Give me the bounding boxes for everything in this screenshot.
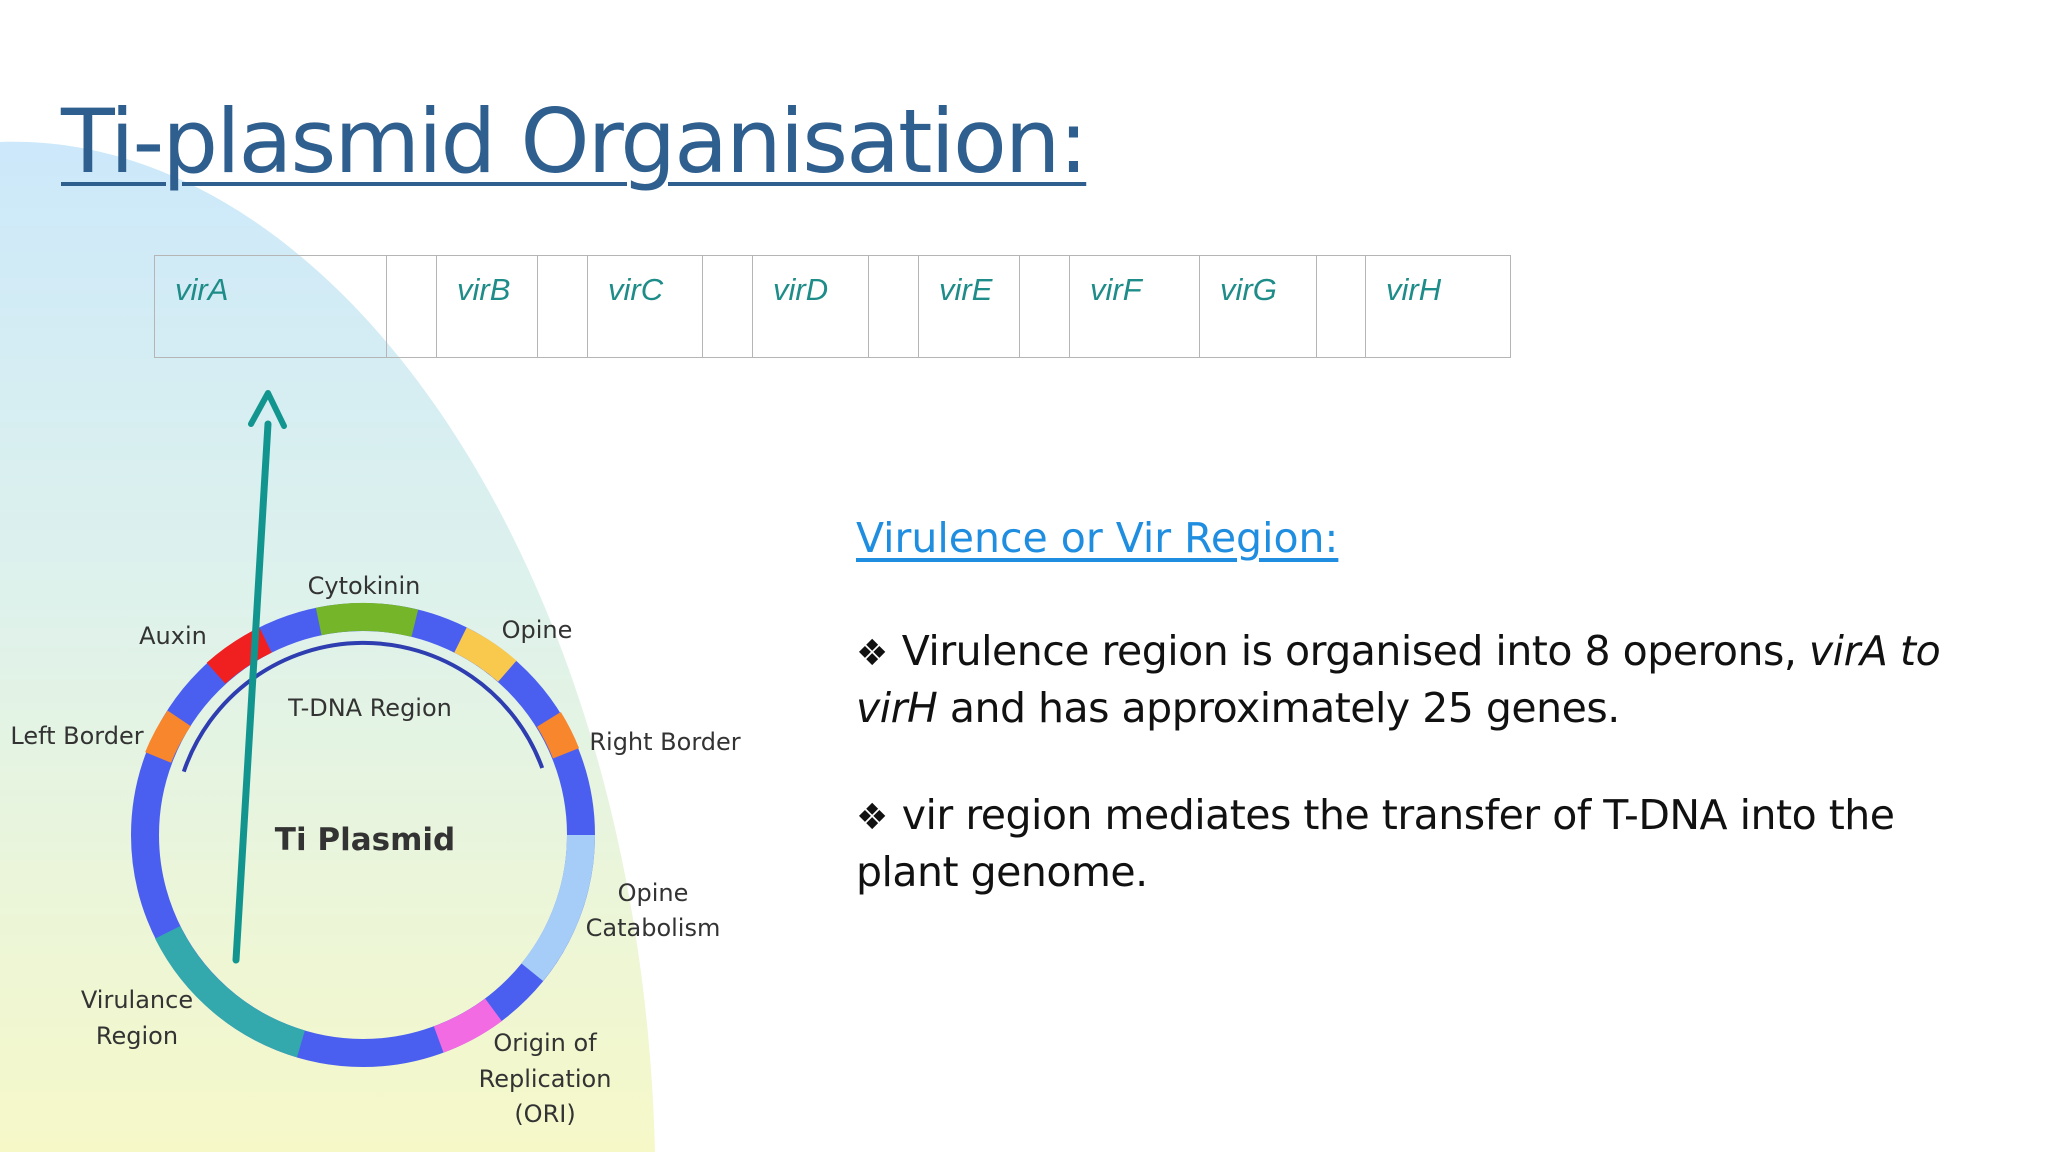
segment-right-border bbox=[536, 712, 580, 759]
label-ori-line1: Origin of bbox=[493, 1029, 597, 1057]
segment-opine bbox=[454, 627, 517, 682]
bullet1-text-b: and has approximately 25 genes. bbox=[937, 684, 1620, 732]
label-virulance-line2: Region bbox=[96, 1022, 178, 1050]
vir-cell bbox=[386, 255, 437, 358]
vir-region-heading: Virulence or Vir Region: bbox=[856, 514, 1339, 562]
vir-cell: virC bbox=[587, 255, 703, 358]
vir-cell: virA bbox=[154, 255, 387, 358]
segment-auxin bbox=[206, 627, 272, 684]
t-dna-region-label: T-DNA Region bbox=[287, 694, 452, 722]
vir-cell bbox=[1316, 255, 1366, 358]
segment-ori bbox=[433, 998, 502, 1053]
vir-cell: virG bbox=[1199, 255, 1317, 358]
diamond-bullet-icon: ❖ bbox=[856, 633, 888, 674]
vir-cell bbox=[1019, 255, 1070, 358]
plasmid-center-label: Ti Plasmid bbox=[275, 822, 455, 858]
label-ori-line3: (ORI) bbox=[514, 1100, 575, 1128]
label-opine: Opine bbox=[502, 616, 573, 644]
label-auxin: Auxin bbox=[139, 622, 207, 650]
label-opine-catabolism-line2: Catabolism bbox=[586, 914, 721, 942]
label-virulance-line1: Virulance bbox=[81, 986, 193, 1014]
vir-operon-table: virA virB virC virD virE virF virG virH bbox=[154, 255, 1511, 358]
vir-cell bbox=[702, 255, 753, 358]
ti-plasmid-diagram: Ti Plasmid T-DNA Region Cytokinin Auxin … bbox=[10, 572, 740, 1128]
vir-cell bbox=[868, 255, 919, 358]
bullet1-text-italic: virA to virH bbox=[856, 627, 1941, 732]
vir-cell: virF bbox=[1069, 255, 1200, 358]
bullet2-text: vir region mediates the transfer of T-DN… bbox=[856, 791, 1895, 896]
segment-opine-catabolism bbox=[521, 834, 595, 982]
vir-cell: virB bbox=[436, 255, 538, 358]
vir-cell: virH bbox=[1365, 255, 1511, 358]
label-opine-catabolism-line1: Opine bbox=[618, 879, 689, 907]
diamond-bullet-icon: ❖ bbox=[856, 797, 888, 838]
vir-cell: virD bbox=[752, 255, 869, 358]
slide-title: Ti-plasmid Organisation: bbox=[61, 90, 1088, 193]
label-left-border: Left Border bbox=[10, 722, 143, 750]
bullet-tdna-transfer: ❖vir region mediates the transfer of T-D… bbox=[856, 788, 1986, 900]
segment-left-border bbox=[145, 710, 191, 764]
label-right-border: Right Border bbox=[589, 728, 740, 756]
t-dna-region-arc bbox=[181, 640, 545, 773]
vir-cell: virE bbox=[918, 255, 1020, 358]
bullet1-text-a: Virulence region is organised into 8 ope… bbox=[901, 627, 1809, 675]
label-cytokinin: Cytokinin bbox=[308, 572, 421, 600]
segment-virulence-region bbox=[155, 925, 306, 1058]
vir-cell bbox=[537, 255, 588, 358]
label-ori-line2: Replication bbox=[479, 1065, 612, 1093]
segment-cytokinin bbox=[315, 602, 419, 637]
bullet-operons: ❖ Virulence region is organised into 8 op… bbox=[856, 624, 1986, 736]
